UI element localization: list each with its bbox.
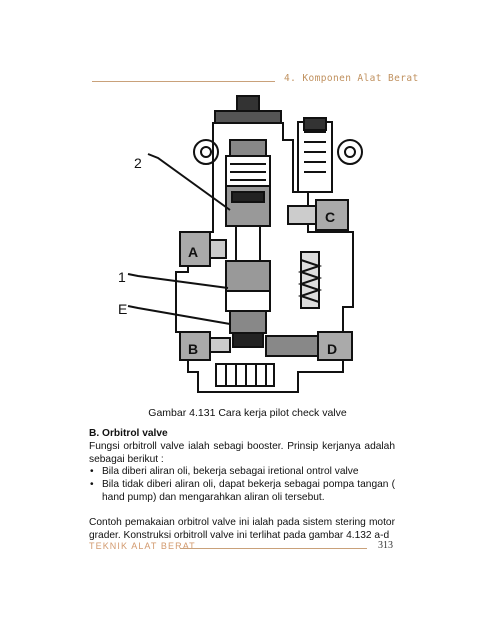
figure-caption: Gambar 4.131 Cara kerja pilot check valv… [148, 407, 347, 419]
example-paragraph: Contoh pemakaian orbitrol valve ini iala… [89, 516, 395, 541]
pilot-check-valve-diagram: 2 1 E A B C D [118, 95, 363, 393]
book-title: TEKNIK ALAT BERAT [89, 541, 196, 551]
intro-paragraph: Fungsi orbitroll valve ialah sebagi boos… [89, 440, 395, 465]
footer-rule [180, 548, 367, 549]
body-section: B. Orbitrol valve Fungsi orbitroll valve… [89, 428, 395, 542]
label-2: 2 [134, 155, 142, 171]
port-a-label: A [188, 244, 198, 260]
label-e: E [118, 301, 127, 317]
list-item: •Bila diberi aliran oli, bekerja sebagai… [90, 466, 359, 478]
label-1: 1 [118, 269, 126, 285]
header-rule [92, 81, 275, 82]
bullet-icon: • [90, 466, 94, 478]
section-title: B. Orbitrol valve [89, 428, 168, 439]
chapter-header: 4. Komponen Alat Berat [284, 73, 419, 84]
bullet-list: •Bila diberi aliran oli, bekerja sebagai… [89, 466, 395, 504]
list-item: •Bila tidak diberi aliran oli, dapat bek… [90, 479, 395, 503]
page-number: 313 [378, 540, 393, 551]
port-d-label: D [327, 341, 337, 357]
bullet-icon: • [90, 479, 94, 491]
port-c-label: C [325, 209, 335, 225]
port-b-label: B [188, 341, 198, 357]
